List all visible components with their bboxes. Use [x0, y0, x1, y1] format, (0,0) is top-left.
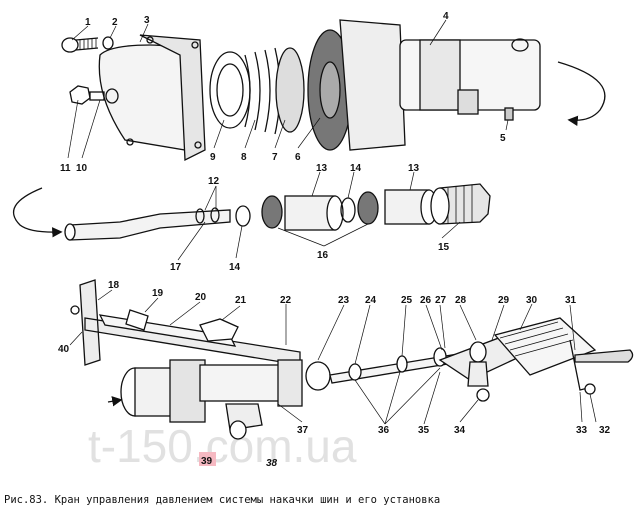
- label-part-15: 15: [438, 242, 450, 253]
- part-fitting: [199, 318, 239, 342]
- label-part-12: 12: [208, 176, 220, 187]
- label-part-21: 21: [235, 295, 247, 306]
- label-part-1: 1: [85, 17, 91, 28]
- label-part-10: 10: [76, 163, 88, 174]
- label-part-9: 9: [210, 152, 216, 163]
- label-part-14b: 14: [229, 262, 241, 273]
- part-housing: [339, 19, 541, 151]
- part-rod: [64, 207, 231, 241]
- label-part-37: 37: [297, 425, 309, 436]
- label-part-39: 39: [201, 456, 213, 467]
- label-part-33: 33: [576, 425, 588, 436]
- label-part-34: 34: [454, 425, 466, 436]
- label-part-16: 16: [317, 250, 329, 261]
- highlight-marker: [199, 452, 216, 466]
- label-part-26: 26: [420, 295, 432, 306]
- part-plug: [430, 183, 491, 225]
- part-fitting: [125, 309, 149, 331]
- label-part-31: 31: [565, 295, 577, 306]
- label-part-19: 19: [152, 288, 164, 299]
- bottom-assembly: [70, 279, 634, 440]
- part-washer: [102, 36, 114, 50]
- leader-lines: [67, 19, 597, 425]
- part-bolt: [584, 383, 596, 395]
- label-part-40: 40: [58, 344, 70, 355]
- label-part-6: 6: [295, 152, 301, 163]
- label-part-14: 14: [350, 163, 362, 174]
- label-part-22: 22: [280, 295, 292, 306]
- label-part-17: 17: [170, 262, 182, 273]
- label-part-23: 23: [338, 295, 350, 306]
- label-part-3: 3: [144, 15, 150, 26]
- figure-caption: Рис.83. Кран управления давлением систем…: [4, 494, 441, 506]
- top-assembly: [61, 19, 606, 162]
- label-part-7: 7: [272, 152, 278, 163]
- label-part-28: 28: [455, 295, 467, 306]
- label-part-20: 20: [195, 292, 207, 303]
- part-cover: [98, 34, 206, 162]
- label-part-13: 13: [316, 163, 328, 174]
- label-part-32: 32: [599, 425, 611, 436]
- label-part-13b: 13: [408, 163, 420, 174]
- label-part-30: 30: [526, 295, 538, 306]
- part-valve-cage: [261, 189, 438, 231]
- label-part-29: 29: [498, 295, 510, 306]
- watermark: t-150.com.ua: [88, 420, 357, 472]
- middle-assembly: [13, 183, 491, 241]
- label-part-36: 36: [378, 425, 390, 436]
- label-part-8: 8: [241, 152, 247, 163]
- label-part-5: 5: [500, 133, 506, 144]
- part-washer: [235, 205, 251, 227]
- label-part-35: 35: [418, 425, 430, 436]
- part-bolt: [61, 37, 99, 53]
- flow-arrow: [13, 187, 63, 238]
- part-screw: [504, 107, 514, 121]
- part-pedal: [438, 317, 634, 402]
- part-piston-spring: [209, 47, 305, 135]
- label-part-11: 11: [60, 163, 71, 174]
- part-labels: 1 2 3 4 5 6 7 8 9 10 11 12 13 13 14 14 1…: [58, 11, 611, 469]
- part-nut: [69, 85, 91, 105]
- label-part-2: 2: [112, 17, 118, 28]
- label-part-27: 27: [435, 295, 447, 306]
- part-stud: [89, 91, 105, 101]
- label-part-38: 38: [266, 458, 278, 469]
- part-bolt: [70, 305, 80, 315]
- flow-arrow: [107, 396, 123, 407]
- label-part-25: 25: [401, 295, 413, 306]
- part-valve-body: [120, 359, 331, 440]
- label-part-4: 4: [443, 11, 449, 22]
- flow-arrow: [557, 61, 606, 126]
- label-part-18: 18: [108, 280, 120, 291]
- label-part-24: 24: [365, 295, 377, 306]
